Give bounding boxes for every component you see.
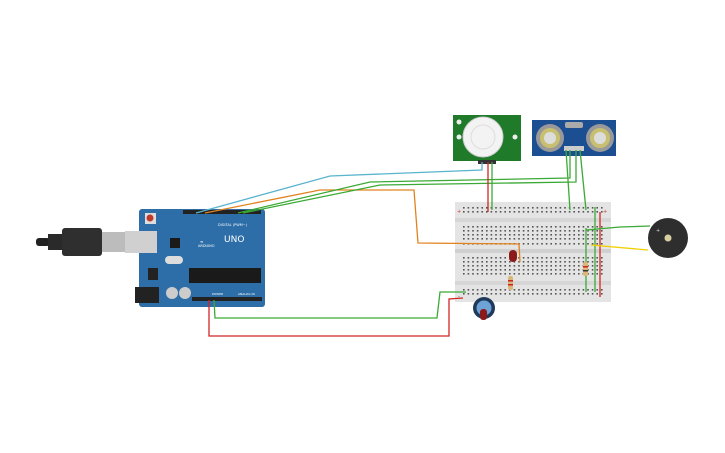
wire-green-1[interactable]	[237, 150, 571, 214]
potentiometer[interactable]	[473, 297, 495, 320]
breadboard[interactable]: + + -	[455, 202, 611, 302]
wire-green-3[interactable]	[565, 149, 571, 211]
analog-label: ANALOG IN	[238, 292, 255, 296]
model-label: UNO	[224, 235, 244, 245]
arduino-logo: ∞	[200, 239, 203, 244]
wire-green-4[interactable]	[579, 149, 587, 211]
power-label: POWER	[212, 292, 223, 296]
wire-orange[interactable]	[204, 189, 521, 263]
piezo-buzzer[interactable]: +	[648, 218, 688, 258]
red-led[interactable]	[509, 250, 517, 262]
wire-5v-red[interactable]	[208, 297, 464, 337]
digital-label: DIGITAL (PWM~)	[218, 223, 248, 227]
usb-cable[interactable]	[36, 228, 126, 256]
power-analog-header	[192, 297, 262, 301]
wire-cyan[interactable]	[195, 162, 483, 214]
wire-buzzer-green[interactable]	[585, 225, 651, 231]
atmega-chip	[189, 268, 261, 283]
wire-gnd-green[interactable]	[213, 291, 466, 319]
rail-plus-label-right: +	[603, 209, 607, 215]
wire-green-2[interactable]	[242, 150, 577, 214]
rail-minus-label: -	[458, 294, 460, 300]
reset-button[interactable]	[146, 214, 154, 222]
breadboard-holes	[463, 207, 603, 295]
pir-sensor[interactable]	[453, 115, 521, 164]
wire-buzzer-yellow[interactable]	[590, 244, 649, 251]
rail-plus-label: +	[457, 209, 461, 215]
digital-header	[183, 210, 261, 214]
buzzer-plus-label: +	[656, 228, 660, 234]
resistor-1[interactable]	[508, 276, 513, 290]
resistor-2[interactable]	[583, 262, 588, 276]
wires	[195, 149, 651, 337]
brand-label: ARDUINO	[198, 244, 215, 248]
arduino-uno-board[interactable]: DIGITAL (PWM~) ∞ ARDUINO UNO POWER ANALO…	[125, 209, 265, 307]
ultrasonic-sensor[interactable]	[532, 120, 616, 156]
